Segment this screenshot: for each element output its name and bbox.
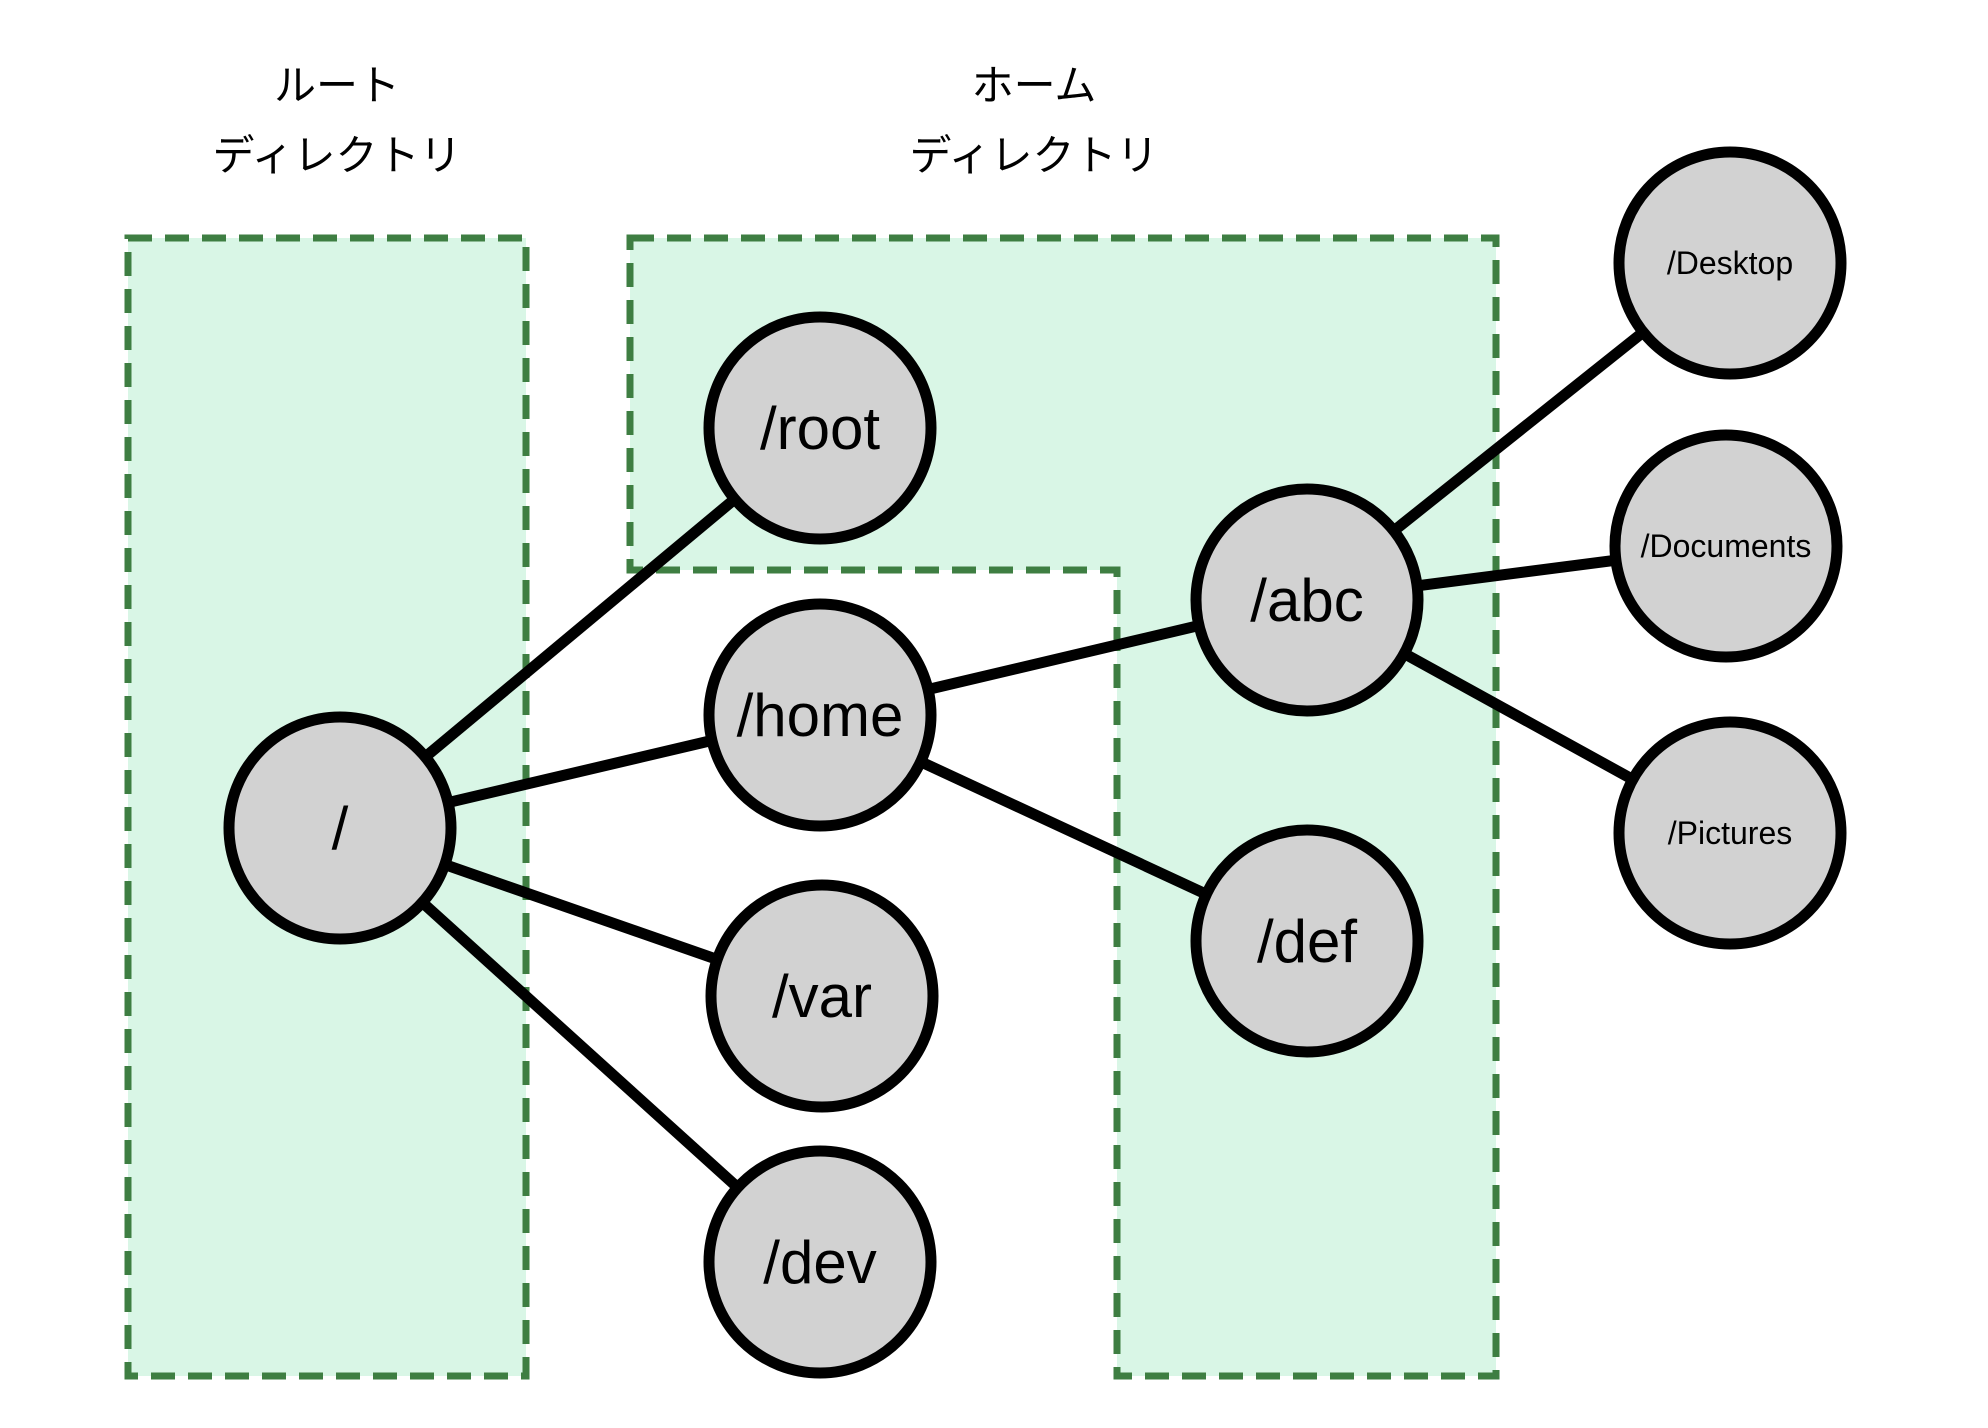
node-desktop-label: /Desktop: [1667, 245, 1793, 281]
node-rootdir: /root: [703, 311, 937, 545]
node-var-label: /var: [772, 963, 872, 1030]
node-rootdir-circle: [703, 311, 937, 545]
node-def-circle: [1190, 824, 1424, 1058]
node-documents-label: /Documents: [1641, 528, 1812, 564]
node-var-circle: [705, 879, 939, 1113]
node-desktop-circle: [1613, 146, 1847, 380]
node-pictures-circle: [1613, 716, 1847, 950]
node-root-circle: [223, 711, 457, 945]
node-dev: /dev: [703, 1145, 937, 1379]
node-root: /: [223, 711, 457, 945]
node-root-label: /: [332, 795, 349, 862]
node-pictures: /Pictures: [1613, 716, 1847, 950]
node-def: /def: [1190, 824, 1424, 1058]
node-abc: /abc: [1190, 483, 1424, 717]
node-documents: /Documents: [1609, 429, 1843, 663]
home-directory-label-line1: ホーム: [972, 62, 1097, 109]
node-var: /var: [705, 879, 939, 1113]
node-def-label: /def: [1257, 908, 1357, 975]
node-dev-circle: [703, 1145, 937, 1379]
home-directory-label-line2: ディレクトリ: [909, 132, 1158, 179]
node-pictures-label: /Pictures: [1668, 815, 1792, 851]
node-home-circle: [703, 598, 937, 832]
node-desktop: /Desktop: [1613, 146, 1847, 380]
node-home-label: /home: [737, 682, 904, 749]
node-documents-circle: [1609, 429, 1843, 663]
node-home: /home: [703, 598, 937, 832]
root-directory-label-line2: ディレクトリ: [212, 132, 461, 179]
node-abc-circle: [1190, 483, 1424, 717]
node-dev-label: /dev: [763, 1229, 876, 1296]
root-directory-label-line1: ルート: [274, 62, 400, 109]
node-abc-label: /abc: [1250, 567, 1363, 634]
node-rootdir-label: /root: [760, 395, 880, 462]
